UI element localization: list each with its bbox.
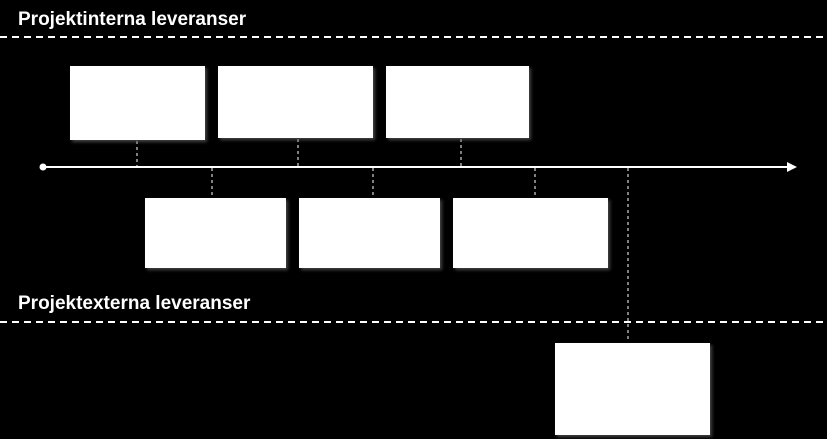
deliverable-box-lower-2	[299, 198, 440, 268]
timeline-start-dot	[39, 163, 47, 171]
deliverable-box-upper-3	[386, 66, 529, 138]
deliverable-box-upper-2	[218, 66, 373, 138]
deliverable-box-external	[555, 343, 710, 435]
section-label-internal: Projektinterna leveranser	[18, 9, 247, 30]
deliverable-box-upper-1	[70, 66, 205, 140]
deliverable-box-lower-3	[453, 198, 608, 268]
deliverable-box-lower-1	[145, 198, 286, 268]
section-label-external: Projektexterna leveranser	[18, 293, 251, 314]
timeline-arrowhead	[787, 162, 797, 172]
